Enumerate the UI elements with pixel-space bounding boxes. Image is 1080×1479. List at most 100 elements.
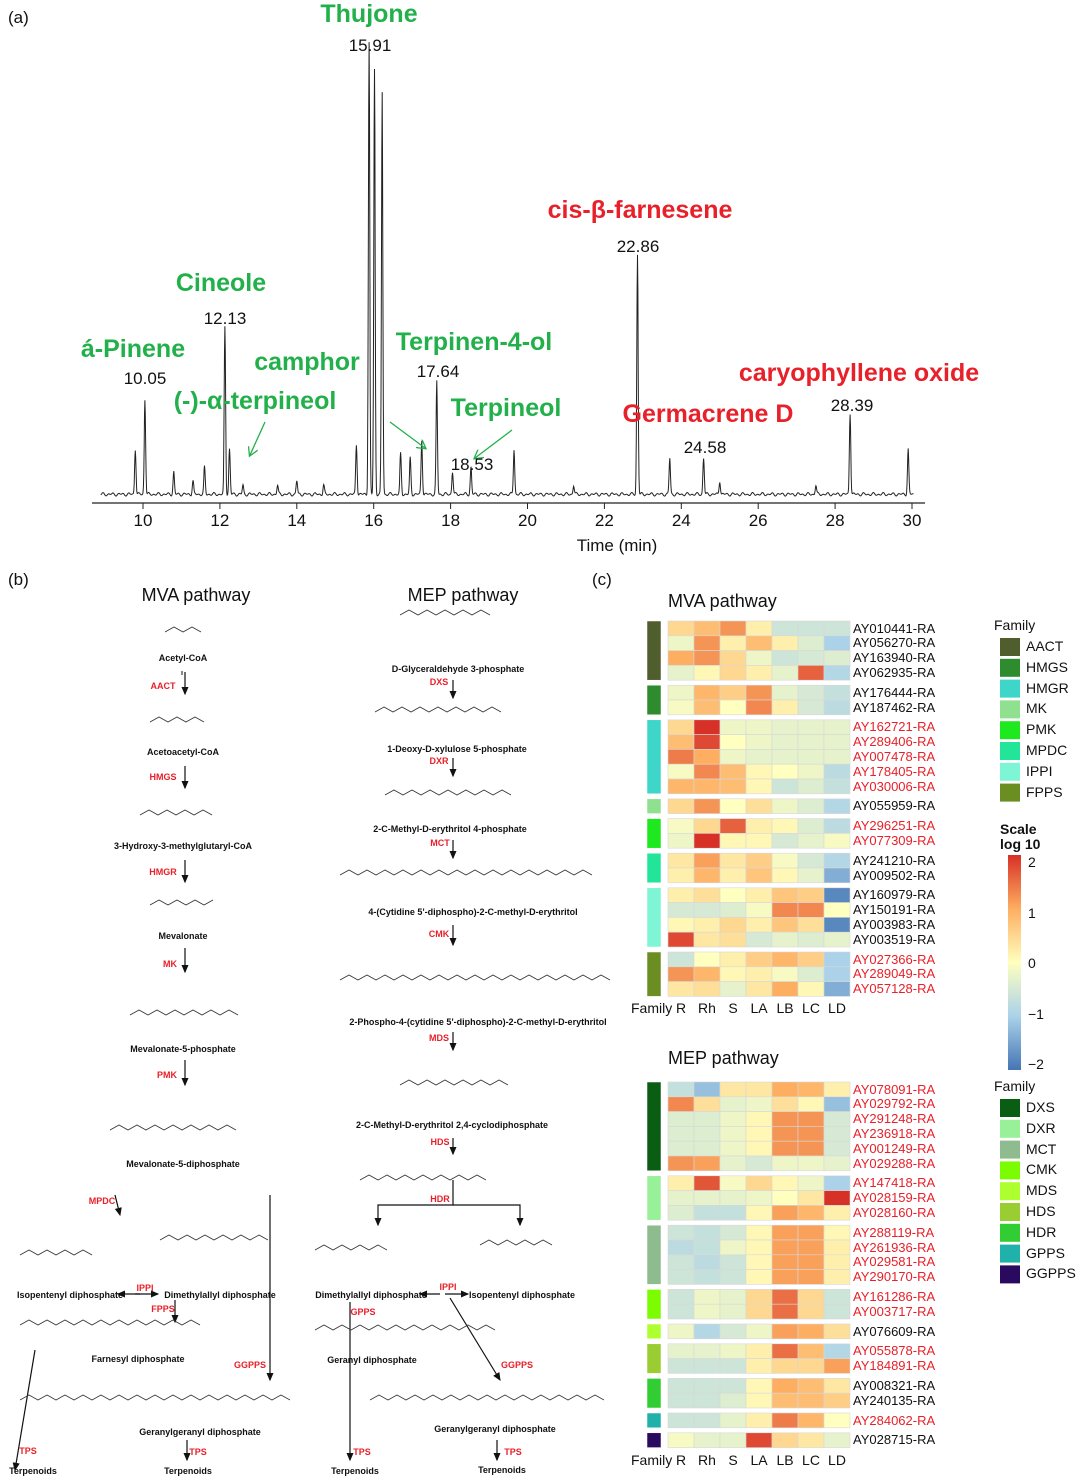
gene-label: AY176444-RA [853,684,936,700]
family-legend-swatch [1000,1119,1020,1138]
gene-label: AY160979-RA [853,887,936,903]
enzyme-label: TPS [19,1446,37,1456]
heatmap-cell [771,1323,799,1340]
heatmap-cell [745,951,773,968]
heatmap-cell [667,635,695,651]
gene-label: AY029792-RA [853,1096,936,1112]
gene-label: AY029288-RA [853,1155,936,1171]
family-legend-label: GPPS [1026,1244,1065,1261]
heatmap-cell [693,1155,721,1172]
family-bar [646,1323,662,1340]
heatmap-cell [797,778,825,795]
heatmap-cell [719,931,747,948]
compound-label: camphor [254,348,360,376]
gene-label: AY003519-RA [853,931,936,947]
heatmap-cell [771,867,799,884]
compound-label: cis-β-farnesene [547,196,733,224]
heatmap-cell [667,1155,695,1172]
heatmap-cell [745,1224,773,1241]
compound-label: Terpinen-4-ol [395,328,553,356]
heatmap-cell [667,798,695,814]
heatmap-cell [771,833,799,849]
gene-label: AY240135-RA [853,1392,936,1408]
heatmap-cell [823,951,851,968]
heatmap-cell [719,1289,747,1305]
family-bar [646,887,662,948]
heatmap-cell [797,699,825,716]
compound-name: 3-Hydroxy-3-methylglutaryl-CoA [113,841,253,851]
heatmap-cell [745,719,773,735]
heatmap-cell [771,951,799,968]
heatmap-cell [719,734,747,750]
family-bar [646,818,662,849]
heatmap-cell [719,719,747,735]
heatmap-cell [719,1224,747,1241]
family-legend-swatch [1000,721,1020,740]
heatmap-cell [745,1190,773,1206]
column-label: LC [802,1000,820,1017]
gene-label: AY284062-RA [853,1412,936,1428]
gene-label: AY055878-RA [853,1343,936,1359]
heatmap-cell [823,1378,851,1394]
column-label: R [675,1451,687,1468]
heatmap-cell [797,1303,825,1320]
heatmap-cell [771,734,799,750]
heatmap-cell [667,887,695,903]
heatmap-cell [719,1096,747,1112]
family-bar [646,1432,662,1448]
x-tick-label: 28 [825,511,845,530]
heatmap-cell [771,1358,799,1374]
heatmap-cell [771,917,799,933]
heatmap-cell [667,1358,695,1374]
heatmap-cell [823,1432,851,1448]
retention-time-label: 24.58 [683,438,727,457]
heatmap-cell [823,966,851,982]
heatmap-cell [693,852,721,869]
gene-label: AY003983-RA [853,916,936,932]
compound-name: Isopentenyl diphosphate [468,1290,576,1300]
compound-name: Dimethylallyl diphosphate [164,1290,276,1300]
heatmap-cell [667,966,695,982]
heatmap-cell [823,917,851,933]
family-legend-label: MPDC [1026,742,1068,758]
gene-label: AY163940-RA [853,650,936,666]
gene-label: AY007478-RA [853,748,936,764]
heatmap-cell [771,818,799,834]
enzyme-label: IPPI [439,1282,457,1292]
compound-name: Acetoacetyl-CoA [146,747,220,757]
heatmap-cell [745,778,773,795]
heatmap-cell [667,684,695,701]
gene-label: AY078091-RA [853,1081,936,1097]
heatmap-cell [693,734,721,750]
heatmap-cell [823,931,851,948]
family-legend-label: MK [1026,700,1047,717]
mep-pathway-title: MEP pathway [407,585,519,605]
heatmap-cell [745,749,773,765]
heatmap-cell [693,1269,721,1285]
heatmap-cell [823,684,851,701]
gene-label: AY010441-RA [853,620,936,636]
gene-label: AY187462-RA [853,699,936,715]
heatmap-cell [745,1378,773,1394]
gene-label: AY030006-RA [853,778,936,794]
heatmap-cell [823,635,851,651]
heatmap-cell [823,1412,851,1429]
heatmap-cell [797,818,825,834]
structure-sketch [139,809,213,816]
heatmap-cell [693,1378,721,1394]
heatmap-cell [771,749,799,765]
heatmap-cell [797,951,825,968]
heatmap-cell [719,1358,747,1374]
x-tick-label: 26 [748,511,768,530]
enzyme-label: IPPI [136,1283,154,1293]
family-legend-swatch [1000,1265,1020,1284]
heatmap-cell [693,1175,721,1191]
heatmap-cell [745,763,773,780]
heatmap-cell [797,1140,825,1157]
heatmap-cell [823,1323,851,1340]
family-legend-label: AACT [1026,638,1064,654]
gene-label: AY147418-RA [853,1175,936,1191]
enzyme-label: GGPPS [500,1360,534,1370]
family-bar [646,684,662,716]
